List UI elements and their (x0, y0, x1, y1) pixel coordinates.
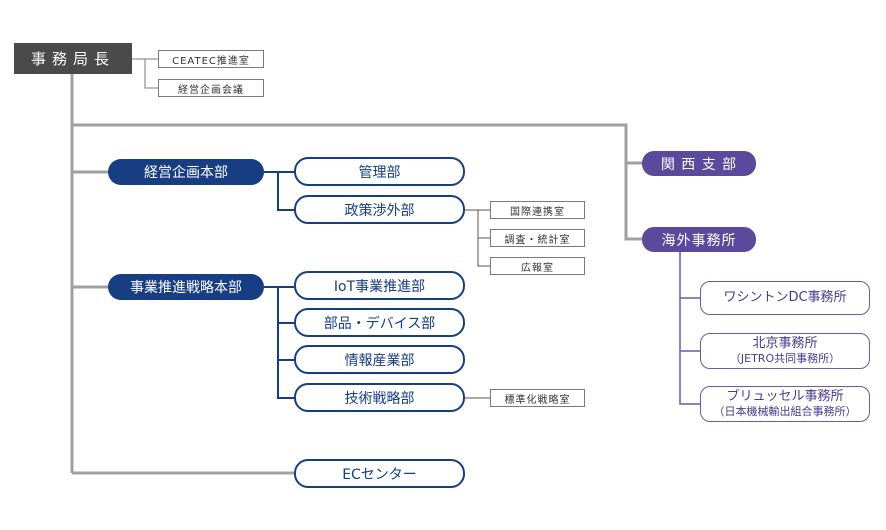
kansai-branch: 関 西 支 部 (642, 151, 756, 176)
strategy-division: 事業推進戦略本部 (108, 274, 264, 300)
management-council: 経営企画会議 (158, 79, 264, 97)
washington-office: ワシントンDC事務所 (700, 281, 870, 315)
ceatec-office: CEATEC推進室 (158, 50, 264, 68)
info-industry-dept: 情報産業部 (294, 345, 465, 374)
ec-center: ECセンター (294, 459, 465, 488)
office-name: ワシントンDC事務所 (723, 289, 847, 305)
office-note: （JETRO共同事務所） (729, 352, 841, 366)
office-note: （日本機械輸出組合事務所） (713, 405, 857, 419)
research-office: 調査・統計室 (490, 229, 585, 247)
director-box: 事務局長 (14, 43, 132, 74)
beijing-office: 北京事務所 （JETRO共同事務所） (700, 333, 870, 369)
brussels-office: ブリュッセル事務所 （日本機械輸出組合事務所） (700, 386, 870, 422)
iot-dept: IoT事業推進部 (294, 271, 465, 300)
pr-office: 広報室 (490, 257, 585, 275)
devices-dept: 部品・デバイス部 (294, 308, 465, 337)
intl-office: 国際連携室 (490, 201, 585, 219)
admin-dept: 管理部 (294, 157, 465, 186)
office-name: 北京事務所 (752, 336, 818, 351)
standards-office: 標準化戦略室 (490, 389, 585, 407)
office-name: ブリュッセル事務所 (726, 389, 844, 404)
planning-division: 経営企画本部 (108, 159, 264, 185)
policy-dept: 政策渉外部 (294, 195, 465, 224)
overseas-offices: 海外事務所 (642, 227, 756, 252)
tech-strategy-dept: 技術戦略部 (294, 383, 465, 412)
